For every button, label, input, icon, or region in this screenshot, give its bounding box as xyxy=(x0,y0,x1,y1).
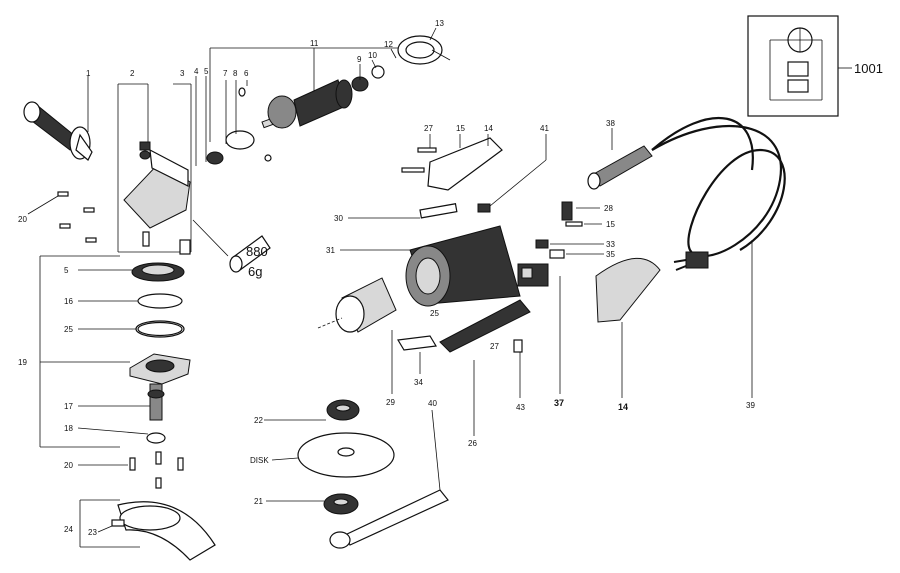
pin xyxy=(142,231,150,247)
label-20-top: 20 xyxy=(18,215,27,224)
spindle xyxy=(147,383,165,421)
o-ring xyxy=(146,432,166,444)
label-grease-code: 880 xyxy=(246,244,268,259)
wheel-guard xyxy=(111,501,216,561)
label-14-top: 14 xyxy=(484,124,493,133)
brush-holder xyxy=(477,203,491,213)
bearing-plate xyxy=(225,130,255,150)
label-28: 28 xyxy=(604,204,613,213)
label-10: 10 xyxy=(368,51,377,60)
label-8: 8 xyxy=(233,69,238,78)
label-33: 33 xyxy=(606,240,615,249)
screw xyxy=(401,167,425,173)
suppressor xyxy=(549,249,565,259)
label-20-bottom: 20 xyxy=(64,461,73,470)
label-29: 29 xyxy=(386,398,395,407)
switch-rod xyxy=(439,299,531,353)
label-9: 9 xyxy=(357,55,362,64)
cord-clamp xyxy=(561,201,573,221)
label-6: 6 xyxy=(244,69,249,78)
label-13: 13 xyxy=(435,19,444,28)
outer-flange xyxy=(326,399,360,421)
on-off-switch xyxy=(517,263,549,287)
screw xyxy=(417,147,437,153)
grease-tube xyxy=(229,235,271,273)
label-26: 26 xyxy=(468,439,477,448)
label-11: 11 xyxy=(310,39,319,48)
label-35: 35 xyxy=(606,250,615,259)
motor-housing xyxy=(405,225,521,307)
label-19: 19 xyxy=(18,358,27,367)
label-38: 38 xyxy=(606,119,615,128)
label-40: 40 xyxy=(428,399,437,408)
handle-grip xyxy=(595,257,661,323)
label-24: 24 xyxy=(64,525,73,534)
label-30: 30 xyxy=(334,214,343,223)
fan-baffle xyxy=(397,35,451,65)
wiring-diagram-box xyxy=(747,15,839,117)
label-15-right: 15 xyxy=(606,220,615,229)
label-41: 41 xyxy=(540,124,549,133)
label-34: 34 xyxy=(414,378,423,387)
bearing-flange xyxy=(129,353,191,385)
label-1: 1 xyxy=(86,69,91,78)
field-stator xyxy=(335,277,397,333)
armature xyxy=(261,79,353,129)
pinion-nut xyxy=(206,151,224,165)
label-23: 23 xyxy=(88,528,97,537)
label-27-top: 27 xyxy=(424,124,433,133)
label-2: 2 xyxy=(130,69,135,78)
bevel-gear xyxy=(131,262,185,282)
label-43: 43 xyxy=(516,403,525,412)
label-39: 39 xyxy=(746,401,755,410)
label-7: 7 xyxy=(223,69,228,78)
gear-head-housing xyxy=(123,141,191,229)
pin-wrench xyxy=(329,489,449,549)
part-number-labels: 1 2 3 4 5 7 8 6 11 9 10 12 13 20 5 16 25… xyxy=(18,19,883,537)
label-25-left: 25 xyxy=(64,325,73,334)
rear-handle-cover xyxy=(427,137,503,191)
inner-flange xyxy=(323,493,359,515)
label-18: 18 xyxy=(64,424,73,433)
label-17: 17 xyxy=(64,402,73,411)
label-25-mid: 25 xyxy=(430,309,439,318)
screw-set-lower xyxy=(129,451,184,489)
label-4: 4 xyxy=(194,67,199,76)
label-3: 3 xyxy=(180,69,185,78)
label-5-mid: 5 xyxy=(64,266,69,275)
label-15-top: 15 xyxy=(456,124,465,133)
power-cord xyxy=(651,116,786,271)
clamp-screw xyxy=(565,221,583,227)
cord-sleeve xyxy=(587,145,653,190)
label-grease-weight: 6g xyxy=(248,264,262,279)
label-plate xyxy=(419,203,458,219)
label-22: 22 xyxy=(254,416,263,425)
switch-spring xyxy=(513,339,523,353)
label-21: 21 xyxy=(254,497,263,506)
circlip-ring xyxy=(137,293,183,309)
spindle-bearing xyxy=(179,239,191,255)
label-37: 37 xyxy=(554,398,564,408)
label-31: 31 xyxy=(326,246,335,255)
label-12: 12 xyxy=(384,40,393,49)
grinding-disk xyxy=(297,432,395,478)
label-16: 16 xyxy=(64,297,73,306)
carbon-brush xyxy=(535,239,549,249)
label-5-top: 5 xyxy=(204,67,209,76)
label-disk: DISK xyxy=(250,456,269,465)
label-27-bottom: 27 xyxy=(490,342,499,351)
label-1001: 1001 xyxy=(854,61,883,76)
side-handle xyxy=(23,101,93,161)
screw-set-upper xyxy=(57,191,97,243)
label-14-bottom: 14 xyxy=(618,402,628,412)
insulation-strip xyxy=(397,335,437,351)
